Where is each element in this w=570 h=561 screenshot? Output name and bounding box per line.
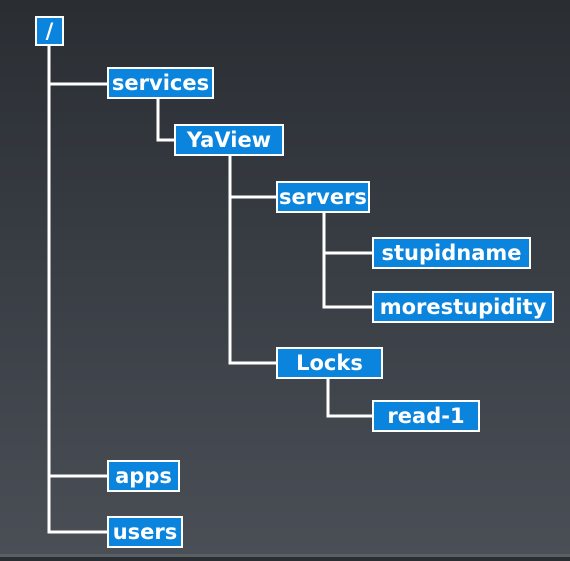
node-services[interactable]: services — [107, 67, 214, 99]
node-morestupidity[interactable]: morestupidity — [372, 291, 554, 323]
bottom-divider — [0, 554, 570, 557]
node-servers[interactable]: servers — [276, 181, 370, 213]
node-stupidname[interactable]: stupidname — [372, 237, 531, 269]
node-apps[interactable]: apps — [107, 460, 180, 492]
node-users[interactable]: users — [107, 516, 183, 548]
node-yaview[interactable]: YaView — [174, 124, 284, 156]
node-read-1[interactable]: read-1 — [372, 400, 480, 432]
node-root[interactable]: / — [35, 16, 64, 46]
node-locks[interactable]: Locks — [276, 347, 383, 379]
